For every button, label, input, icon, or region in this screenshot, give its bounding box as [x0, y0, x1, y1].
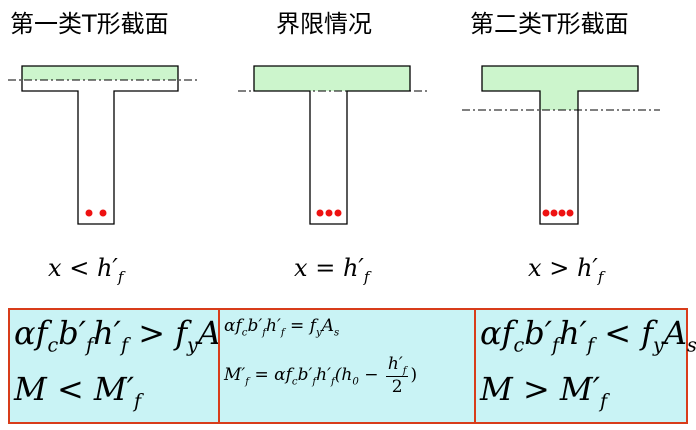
compression-zone	[254, 66, 410, 91]
rebar-dot	[566, 209, 574, 217]
compression-zone	[482, 66, 638, 110]
t-section-outline	[481, 65, 639, 225]
compression-zone	[22, 66, 178, 80]
formula-box-second-type: αfcb′fh′f < fyAs M > M′f	[474, 308, 696, 424]
rebar-dot	[99, 209, 107, 217]
condition-second-type: x > h′f	[528, 254, 604, 286]
rebar-dot	[85, 209, 93, 217]
rebar-dot	[316, 209, 324, 217]
title-first-type: 第一类T形截面	[10, 10, 169, 38]
formula-second-type-moment: M > M′f	[480, 370, 608, 413]
condition-first-type: x < h′f	[48, 254, 124, 286]
formula-second-type-force: αfcb′fh′f < fyAs	[480, 314, 696, 357]
t-section-boundary	[238, 65, 428, 225]
rebar-dot	[542, 209, 550, 217]
t-section-first-type	[8, 65, 198, 225]
rebar-dot	[550, 209, 558, 217]
t-section-second-type	[462, 65, 660, 225]
rebar-dot	[325, 209, 333, 217]
t-section-outline	[21, 65, 179, 225]
formula-boundary-force: αfcb′fh′f = fyAs	[224, 316, 340, 339]
title-second-type: 第二类T形截面	[470, 10, 629, 38]
formula-box-first-type: αfcb′fh′f > fyAs M < M′f	[8, 308, 231, 424]
rebar-dot	[334, 209, 342, 217]
formula-box-boundary: αfcb′fh′f = fyAs M′f = αfcb′fh′f(h0 − h′…	[218, 308, 476, 424]
title-boundary-case: 界限情况	[276, 10, 372, 38]
t-section-diagrams	[8, 65, 660, 225]
formula-first-type-force: αfcb′fh′f > fyAs	[14, 314, 231, 357]
condition-boundary: x = h′f	[294, 254, 370, 286]
rebar-dot	[558, 209, 566, 217]
formula-first-type-moment: M < M′f	[14, 370, 142, 413]
